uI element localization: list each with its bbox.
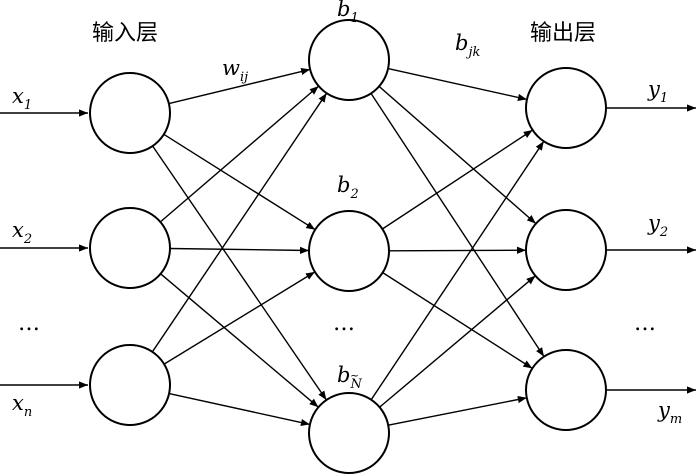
output-layer-title: 输出层: [530, 21, 596, 46]
edge-hidden3-output3: [388, 396, 527, 426]
edge-hidden1-output3: [370, 93, 545, 357]
label-b1: b1: [337, 0, 359, 26]
ellipsis-hidden: …: [333, 311, 357, 336]
edge-input3-hidden3: [168, 392, 311, 426]
hidden-node-n: [308, 392, 390, 474]
edge-input2-hidden2: [169, 246, 310, 254]
output-node-2: [525, 209, 607, 291]
edge-hidden1-output2: [378, 85, 537, 225]
edge-input1-hidden3: [152, 145, 327, 401]
connection-edges: [151, 67, 545, 426]
input-node-1: [89, 72, 171, 154]
edge-input1-hidden2: [163, 133, 316, 231]
label-y2: y2: [647, 211, 668, 240]
hidden-node-1: [308, 19, 390, 101]
label-x1: x1: [12, 84, 32, 113]
label-bN: bN: [337, 363, 362, 392]
input-node-2: [89, 207, 171, 289]
ellipsis-output: …: [634, 311, 658, 336]
label-bjk: bjk: [455, 31, 480, 60]
edge-input1-hidden1: [168, 68, 311, 105]
label-wij: wij: [222, 56, 248, 85]
label-b2: b2: [337, 173, 359, 202]
label-y1: y1: [647, 77, 668, 106]
label-bN-tilde: ~: [350, 369, 359, 382]
edge-hidden2-output2: [388, 246, 527, 254]
output-node-1: [525, 67, 607, 149]
ellipsis-input: …: [18, 311, 42, 336]
edge-hidden3-output2: [379, 275, 536, 408]
edge-input2-hidden3: [160, 273, 319, 408]
label-ym: ym: [657, 398, 682, 427]
edge-hidden2-output3: [382, 272, 533, 369]
edge-input2-hidden1: [159, 85, 320, 223]
edge-hidden3-output1: [370, 140, 545, 401]
edge-hidden1-output1: [387, 67, 528, 101]
hidden-node-2: [308, 210, 390, 292]
input-node-n: [89, 344, 171, 426]
label-xn: xn: [12, 391, 32, 420]
label-x2: x2: [12, 218, 32, 247]
edge-input3-hidden1: [151, 92, 328, 353]
edge-hidden2-output1: [382, 129, 533, 230]
edge-input3-hidden2: [163, 271, 316, 365]
input-layer-title: 输入层: [92, 21, 158, 46]
output-node-m: [525, 349, 607, 431]
